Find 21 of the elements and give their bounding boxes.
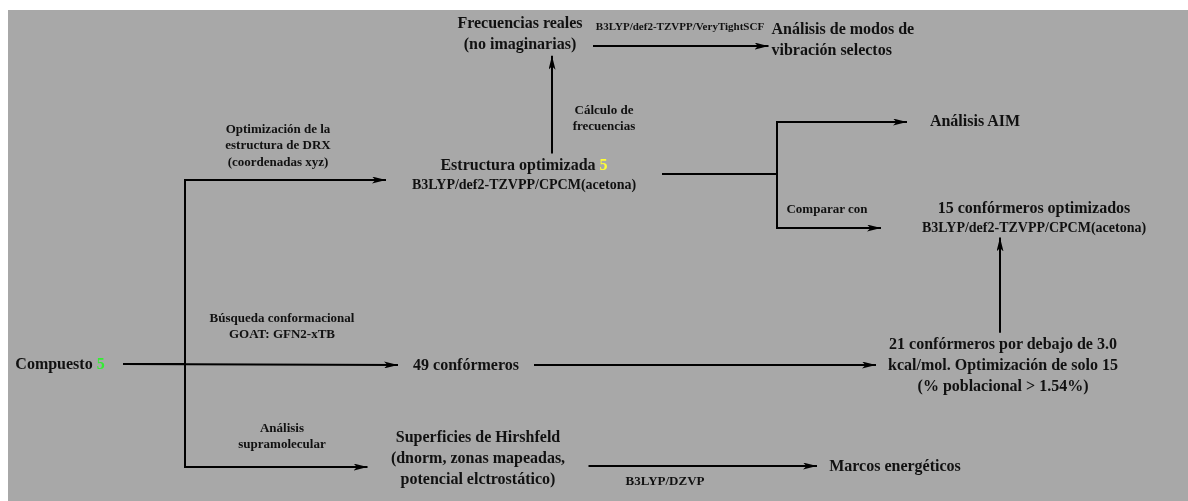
step-text: 49 confórmeros <box>413 355 519 373</box>
step-text: 21 confórmeros por debajo de 3.0 kcal/mol. Optimización de solo 15 (% poblacional > 1.54%) <box>888 334 1118 394</box>
arrow <box>592 42 770 50</box>
step-text: Marcos energéticos <box>829 456 961 474</box>
step-text: Análisis de modos de vibración selectos <box>771 20 915 58</box>
arrow <box>548 54 556 155</box>
method-label: B3LYP/def2-TZVPP/CPCM(acetona) <box>410 175 638 194</box>
step-text: Superficies de Hirshfeld (dnorm, zonas mapeadas, potencial elctrostático) <box>390 427 566 487</box>
step-text: Compuesto <box>15 354 93 372</box>
step-text: Análisis AIM <box>929 111 1021 129</box>
step-text: Estructura optimizada <box>440 155 596 173</box>
compound-number: 5 <box>599 155 608 173</box>
arrow <box>587 462 818 470</box>
method-label: B3LYP/def2-TZVPP/CPCM(acetona) <box>920 218 1148 237</box>
arrow <box>533 361 877 369</box>
step-text: 15 confórmeros optimizados <box>937 198 1131 216</box>
arrow <box>661 173 882 232</box>
arrow <box>996 236 1004 334</box>
compound-number: 5 <box>96 354 105 372</box>
arrow <box>122 363 369 471</box>
step-text: Frecuencias reales (no imaginarias) <box>457 14 583 52</box>
